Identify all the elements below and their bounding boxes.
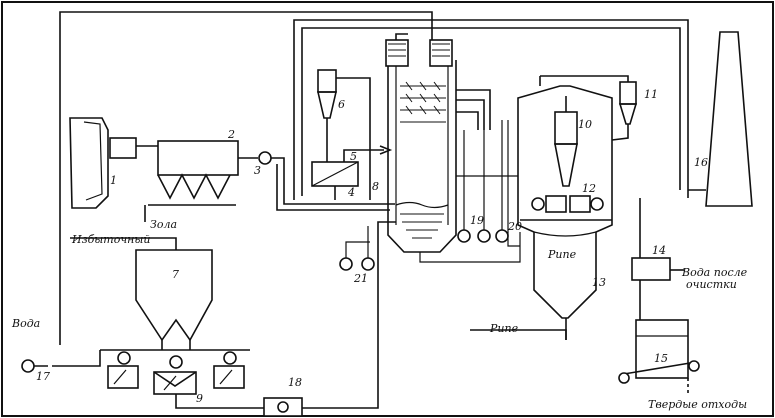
label-excess: Избыточный: [71, 233, 150, 246]
label-solid-waste: Твердые отходы: [648, 398, 747, 411]
unit-number-9: 9: [196, 392, 203, 405]
unit-number-19: 19: [470, 214, 484, 227]
unit-number-21: 21: [353, 272, 368, 285]
pumps-unit-10-20: [419, 120, 567, 340]
unit-number-12: 12: [582, 182, 596, 195]
label-water: Вода: [11, 317, 40, 330]
unit-number-18: 18: [288, 376, 302, 389]
cyclone-unit-11: [540, 75, 638, 141]
unit-number-14: 14: [652, 244, 666, 257]
unit-number-11: 11: [644, 88, 658, 101]
unit-number-10: 10: [578, 118, 592, 131]
label-cleaning: очистки: [686, 278, 737, 291]
conveyor-unit-15: [618, 319, 700, 396]
unit-number-13: 13: [592, 276, 606, 289]
unit-number-15: 15: [654, 352, 668, 365]
unit-number-4: 4: [347, 186, 355, 199]
label-rune-outlet: Рипе: [489, 322, 519, 335]
unit-number-2: 2: [227, 128, 235, 141]
unit-number-17: 17: [36, 370, 50, 383]
unit-number-5: 5: [350, 150, 357, 163]
unit-number-1: 1: [110, 174, 117, 187]
label-rune-inner: Рипе: [547, 248, 577, 261]
cyclone-unit-10: [554, 96, 578, 187]
furnace-unit-1: [69, 117, 158, 209]
silo-unit-7: [70, 237, 250, 351]
unit-number-3: 3: [254, 164, 261, 177]
label-water-after: Вода после: [681, 266, 748, 279]
dryer-unit-12: [520, 195, 612, 221]
top-ducts: [59, 11, 689, 345]
reactor-unit-8: [385, 39, 491, 253]
stack-unit-16: [688, 31, 753, 207]
cyclone-unit-6: [316, 69, 371, 200]
label-ash: Зола: [150, 218, 177, 231]
unit-number-7: 7: [172, 268, 179, 281]
recycle-line: [21, 221, 396, 417]
separator-unit-13: [517, 76, 613, 340]
unit-number-16: 16: [694, 156, 708, 169]
pumps-unit-21: [339, 226, 375, 271]
treatment-unit-14: [631, 198, 684, 320]
unit-number-6: 6: [338, 98, 345, 111]
unit-number-8: 8: [372, 180, 379, 193]
dosing-units-bottom: [107, 351, 245, 395]
connector-unit-3: [258, 151, 395, 211]
filter-unit-2: [144, 140, 258, 222]
unit-number-20: 20: [507, 220, 522, 233]
